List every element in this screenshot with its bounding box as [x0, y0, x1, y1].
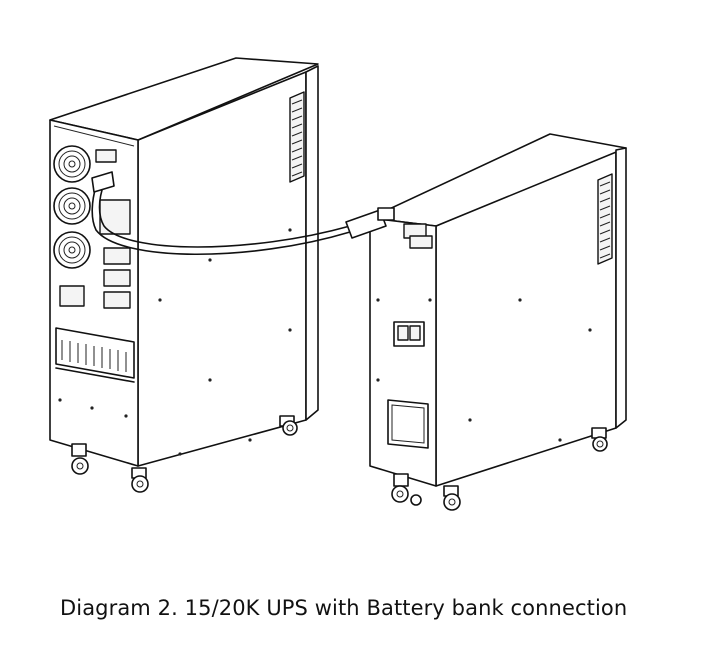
side-vent — [289, 91, 305, 183]
battery-side-vent — [597, 173, 613, 265]
battery-cabinet — [369, 133, 627, 511]
figure-caption: Diagram 2. 15/20K UPS with Battery bank … — [60, 596, 628, 620]
battery-access-panel — [387, 399, 429, 449]
battery-breaker — [393, 321, 425, 347]
rear-modules — [59, 149, 131, 309]
battery-connection-cable — [91, 171, 395, 256]
ups-wheels — [71, 415, 298, 493]
terminal-block — [55, 327, 135, 383]
ups-cabinet — [49, 57, 319, 493]
battery-wheels — [391, 427, 608, 511]
cooling-fan-2 — [53, 187, 91, 225]
ups-battery-diagram — [49, 57, 627, 511]
cooling-fan-3 — [53, 231, 91, 269]
cooling-fan-1 — [53, 145, 91, 183]
